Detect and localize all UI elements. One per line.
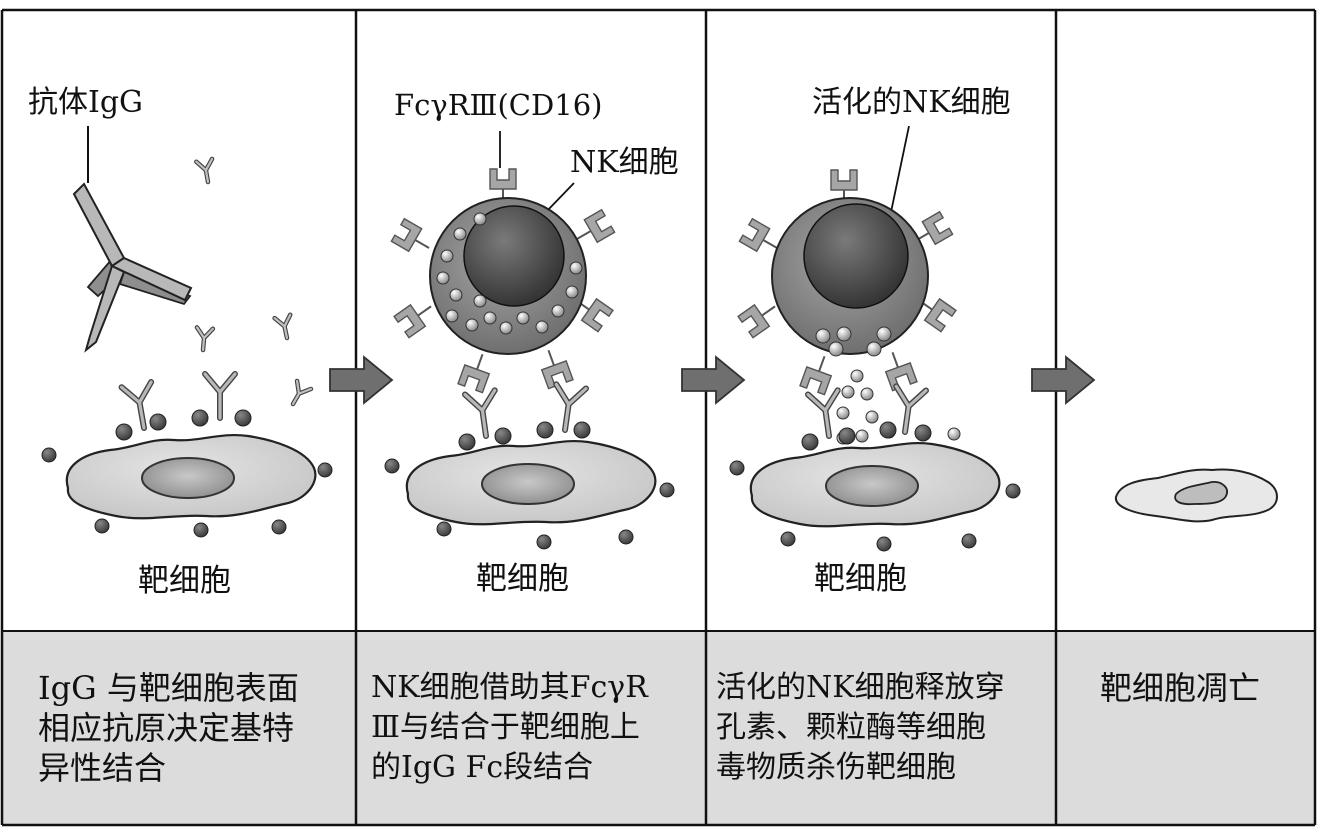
caption-panel-3: 活化的NK细胞释放穿 孔素、颗粒酶等细胞 毒物质杀伤靶细胞	[716, 670, 1005, 785]
free-igg-3	[275, 315, 295, 340]
caption-panel-4: 靶细胞凋亡	[1100, 669, 1261, 707]
target-cell-1	[65, 433, 317, 520]
target-cell-2	[405, 439, 657, 526]
antigen-dots	[41, 409, 333, 538]
free-igg-2	[195, 327, 213, 350]
apoptotic-cell	[1114, 468, 1278, 523]
panel-1-illustration	[41, 126, 333, 538]
caption-panel-1: IgG 与靶细胞表面 相应抗原决定基特 异性结合	[38, 669, 299, 787]
target-cell-3	[749, 441, 1001, 528]
panel-3-illustration	[729, 125, 1021, 552]
caption-band	[2, 631, 1315, 825]
arrow-3	[1031, 355, 1096, 405]
target-cell-label-2: 靶细胞	[476, 561, 569, 597]
bound-igg-2	[205, 374, 235, 418]
activated-nk-nucleus	[803, 203, 909, 309]
large-antibody-igg	[72, 182, 193, 353]
arrow-2	[681, 355, 746, 405]
free-igg-4	[286, 381, 311, 408]
antibody-igg-label: 抗体IgG	[28, 85, 144, 120]
panel-4-illustration	[1114, 468, 1278, 523]
bound-igg-3	[465, 390, 501, 438]
panel-2-illustration	[384, 131, 675, 550]
activated-nk-label: 活化的NK细胞	[812, 85, 1011, 120]
nk-granules	[436, 212, 583, 335]
target-cell-label-1: 靶细胞	[138, 563, 231, 599]
nk-nucleus	[463, 205, 565, 307]
antigen-dots-2	[384, 421, 675, 550]
arrow-1	[329, 355, 394, 405]
target-cell-label-3: 靶细胞	[814, 561, 907, 597]
fc-receptor-label: FcγRⅢ(CD16)	[394, 88, 603, 122]
nk-cell-label: NK细胞	[570, 145, 679, 180]
caption-panel-2: NK细胞借助其FcγR Ⅲ与结合于靶细胞上 的IgG Fc段结合	[371, 670, 648, 785]
antigen-dots-3	[729, 421, 1021, 552]
nk-leader-line	[545, 182, 575, 213]
free-igg-1	[196, 159, 216, 183]
